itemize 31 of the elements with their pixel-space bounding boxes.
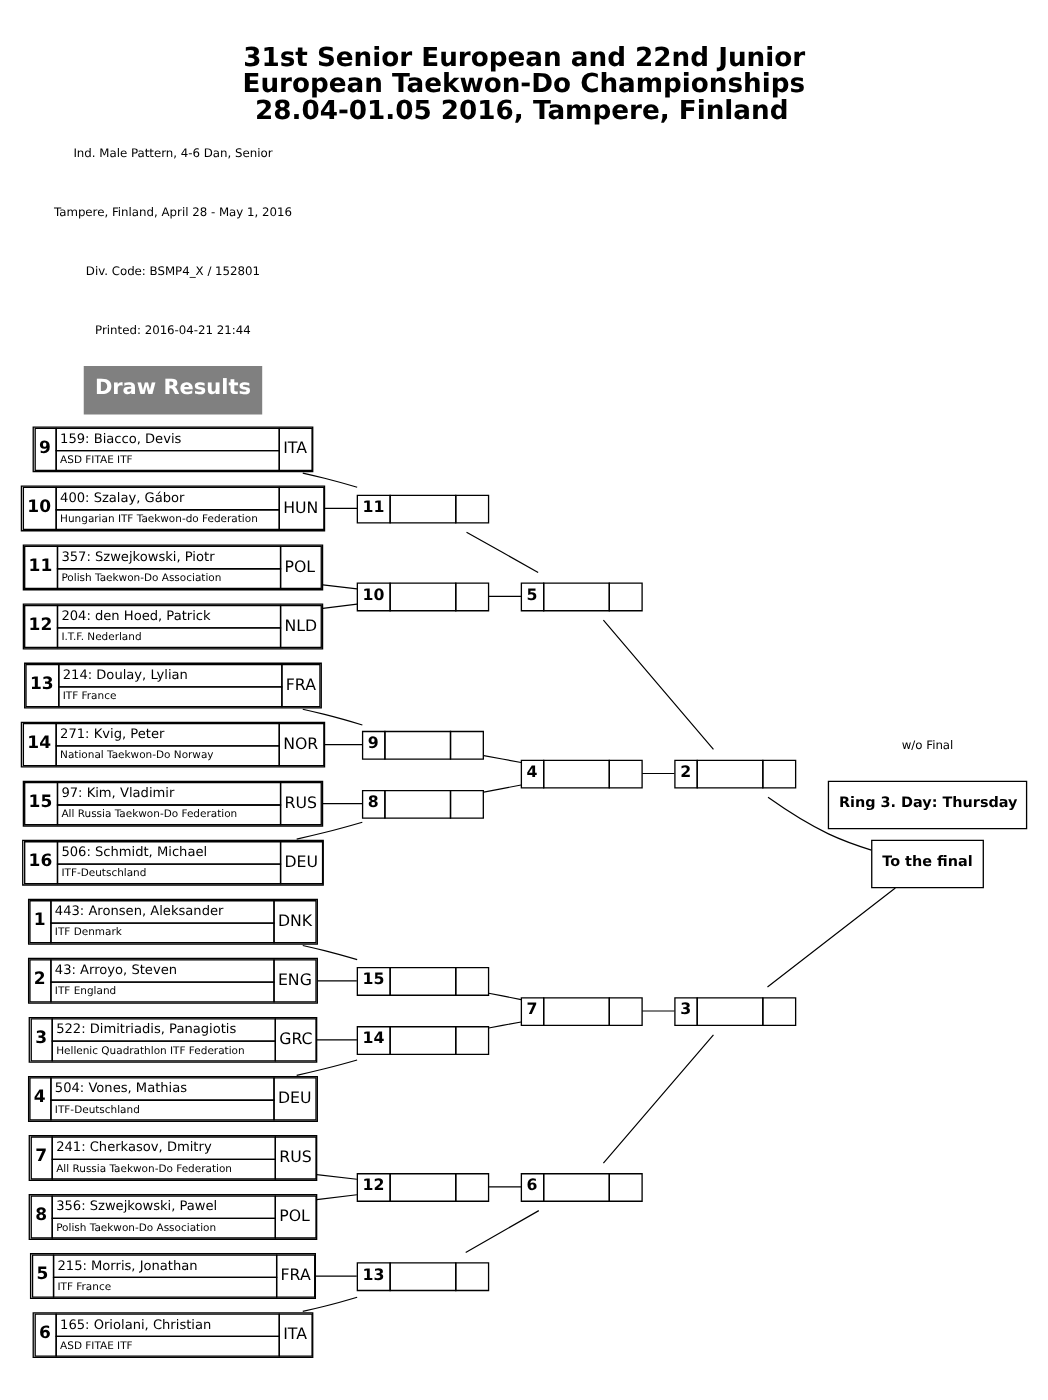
connector	[302, 944, 358, 961]
connector	[641, 1010, 675, 1012]
connector	[302, 472, 358, 488]
connector	[767, 796, 872, 851]
connector	[602, 1034, 715, 1164]
connector	[488, 595, 522, 597]
connector	[315, 1275, 358, 1277]
diagram-title: 31st Senior European and 22nd Junior European Taekwon-Do Championships 28.04-01.05 2016, Tampere, Finland	[242, 44, 806, 127]
connector	[322, 803, 363, 805]
node-box: Draw Results	[83, 366, 263, 415]
connector	[322, 584, 358, 590]
connector	[316, 1194, 358, 1201]
connector	[322, 603, 358, 609]
connector	[324, 507, 358, 509]
connector	[483, 755, 522, 764]
connector	[483, 784, 522, 793]
connector	[488, 992, 522, 1001]
connector	[296, 1059, 358, 1076]
connector	[316, 980, 358, 982]
connector	[324, 744, 363, 746]
connector	[465, 531, 539, 574]
connector	[602, 619, 715, 750]
connector	[465, 1210, 540, 1253]
connector	[766, 887, 896, 988]
connector	[302, 708, 363, 726]
connector	[641, 772, 675, 775]
connector	[488, 1186, 522, 1188]
connector	[302, 1296, 358, 1312]
connector	[316, 1174, 358, 1180]
connector	[316, 1039, 358, 1041]
connector	[488, 1021, 522, 1029]
